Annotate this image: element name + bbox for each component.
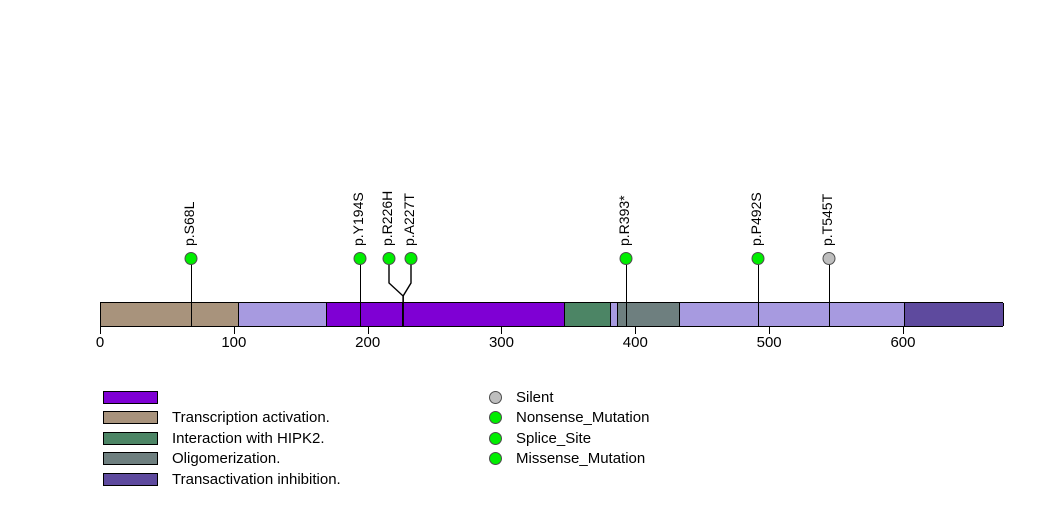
domain-legend-label: Interaction with HIPK2. [172, 429, 325, 447]
lollipop-stem [359, 263, 361, 327]
domain-legend-row: Oligomerization. [103, 449, 341, 470]
domain-legend-label: Transactivation inhibition. [172, 470, 341, 488]
axis-tick [769, 327, 771, 334]
axis-tick-label: 100 [221, 334, 247, 351]
mutation-legend-dot [489, 390, 502, 404]
axis-tick [635, 327, 637, 334]
lollipop-head[interactable] [353, 252, 367, 265]
domain-legend-swatch [103, 431, 158, 445]
lollipop-head[interactable] [404, 252, 418, 265]
axis-tick-label: 600 [890, 334, 916, 351]
lollipop-head[interactable] [822, 252, 836, 265]
axis-tick [902, 327, 904, 334]
lollipop-stem [625, 263, 627, 327]
domain-legend-row: Transcription activation. [103, 408, 341, 429]
axis-tick-label: 200 [355, 334, 381, 351]
lollipop-label: p.R393* [615, 195, 632, 246]
domain-legend: Transcription activation. Interaction wit… [103, 387, 341, 490]
axis-tick-label: 300 [488, 334, 514, 351]
domain-legend-swatch [103, 390, 158, 404]
domain-legend-row [103, 387, 341, 408]
mutation-legend-label: Splice_Site [516, 429, 592, 447]
domain-legend-row: Interaction with HIPK2. [103, 428, 341, 449]
axis-tick [233, 327, 235, 334]
domain-legend-label: Oligomerization. [172, 450, 281, 468]
axis-tick [100, 327, 101, 334]
domain-segment [904, 303, 1005, 326]
lollipop-head[interactable] [184, 252, 198, 265]
axis-tick [501, 327, 503, 334]
mutation-legend-row: Missense_Mutation [489, 449, 649, 470]
axis-tick-label: 400 [622, 334, 648, 351]
mutation-legend-dot [489, 452, 502, 466]
lollipop-stem [758, 263, 760, 327]
mutation-legend-label: Nonsense_Mutation [516, 409, 650, 427]
lollipop-label: p.A227T [401, 193, 417, 246]
mutation-legend-label: Silent [516, 388, 554, 406]
mutation-legend-row: Silent [489, 387, 649, 408]
lollipop-head[interactable] [619, 252, 633, 265]
lollipop-label: p.T545T [819, 193, 836, 246]
domain-legend-row: Transactivation inhibition. [103, 469, 341, 490]
mutation-legend-dot [489, 431, 502, 445]
lollipop-label: p.P492S [748, 192, 765, 246]
mutation-legend-row: Nonsense_Mutation [489, 408, 649, 429]
lollipop-stem [829, 263, 831, 327]
domain-legend-label: Transcription activation. [172, 409, 330, 427]
axis-tick-label: 500 [756, 334, 782, 351]
axis-tick-label: 0 [95, 334, 105, 351]
mutation-legend-dot [489, 411, 502, 425]
domain-legend-swatch [103, 472, 158, 486]
lollipop-head[interactable] [751, 252, 765, 265]
lollipop-head[interactable] [382, 252, 396, 265]
domain-legend-swatch [103, 411, 158, 425]
domain-legend-swatch [103, 452, 158, 466]
lollipop-stem [191, 263, 192, 327]
protein-backbone [100, 302, 1005, 327]
axis-tick [367, 327, 369, 334]
mutation-legend-label: Missense_Mutation [516, 450, 646, 468]
mutation-legend-row: Splice_Site [489, 428, 649, 449]
